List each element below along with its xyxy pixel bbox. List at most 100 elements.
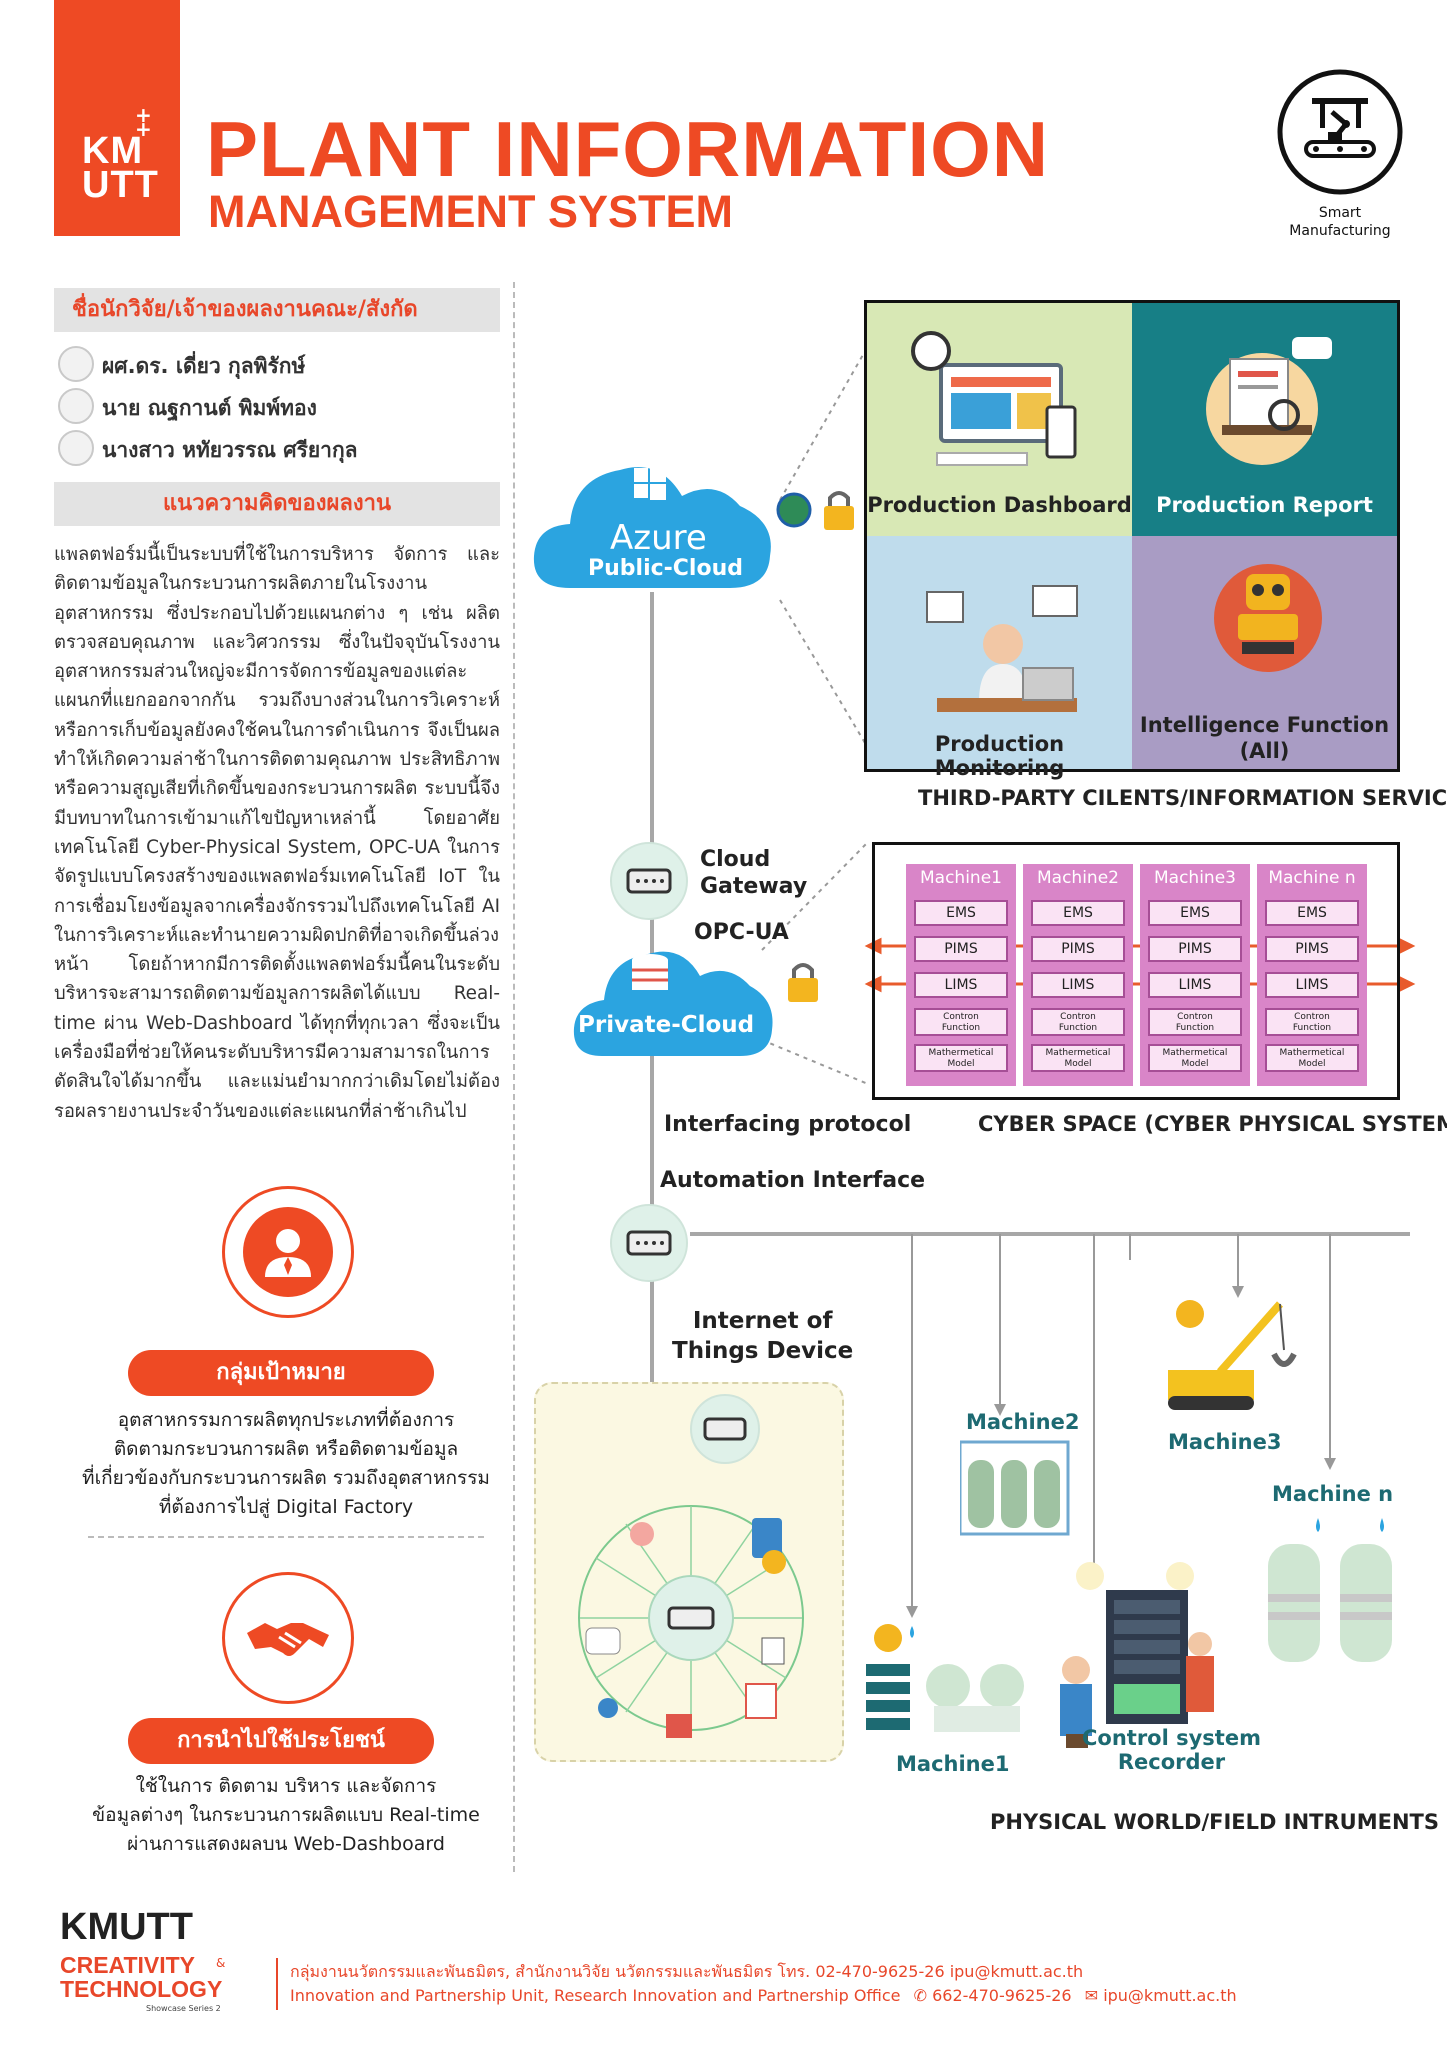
panel-label: Intelligence Function (All) xyxy=(1139,713,1390,763)
benefit-line: ใช้ในการ ติดตาม บริหาร และจัดการ xyxy=(135,1775,437,1797)
page-title: PLANT INFORMATION xyxy=(206,105,1050,193)
lock-icon xyxy=(788,963,818,1002)
researcher-name: ผศ.ดร. เดี่ยว กุลพิรักษ์ xyxy=(102,354,306,378)
robot-illustration-icon xyxy=(1214,564,1322,672)
pims-module: PIMS xyxy=(914,936,1008,962)
footer-brand-amp: & xyxy=(216,1956,226,1970)
target-line: ที่ต้องการไปสู่ Digital Factory xyxy=(158,1496,414,1518)
opc-ua-label: OPC-UA xyxy=(694,920,789,945)
iot-label-line2: Things Device xyxy=(672,1338,854,1364)
cloud-gateway-node xyxy=(610,842,688,920)
cylinder-tanks-icon xyxy=(1268,1518,1392,1662)
target-text: อุตสาหกรรมการผลิตทุกประเภทที่ต้องการ ติด… xyxy=(56,1406,516,1522)
ems-module: EMS xyxy=(1148,900,1242,926)
cyber-space-label: CYBER SPACE (CYBER PHYSICAL SYSTEM) xyxy=(978,1112,1447,1136)
module-line: Contron xyxy=(1177,1012,1213,1022)
target-line: ติดตามกระบวนการผลิต หรือติดตามข้อมูล xyxy=(113,1438,459,1460)
person-icon xyxy=(58,430,94,466)
footer-org-name: Innovation and Partnership Unit, Researc… xyxy=(290,1986,901,2005)
benefit-text: ใช้ในการ ติดตาม บริหาร และจัดการ ข้อมูลต… xyxy=(56,1772,516,1859)
page-subtitle: MANAGEMENT SYSTEM xyxy=(208,186,734,237)
azure-cloud-icon xyxy=(533,466,771,588)
kmutt-creativity-logo: KMUTT CREATIVITY & TECHNOLOGY Showcase S… xyxy=(48,1904,248,2024)
handshake-icon xyxy=(243,1593,333,1683)
field-machine-label: Machine3 xyxy=(1168,1430,1282,1454)
cyber-space-box xyxy=(872,842,1400,1100)
field-machine-label: Machine n xyxy=(1272,1482,1394,1506)
iot-label: Internet of Things Device xyxy=(672,1306,853,1366)
footer-contact-thai: กลุ่มงานนวัตกรรมและพันธมิตร, สำนักงานวิจ… xyxy=(290,1962,1084,1981)
section-divider xyxy=(88,1536,484,1538)
footer-email[interactable]: ipu@kmutt.ac.th xyxy=(1103,1986,1237,2005)
module-line: Model xyxy=(947,1059,975,1069)
column-divider xyxy=(513,282,515,1872)
third-party-label: THIRD-PARTY CILENTS/INFORMATION SERVICE xyxy=(918,786,1447,810)
information-service-grid: Production Dashboard Production Report P… xyxy=(864,300,1400,780)
globe-lock-icon xyxy=(776,491,854,530)
footer-series: Showcase Series 2 xyxy=(146,2004,221,2013)
researcher-name: นาย ณฐกานต์ พิมพ์ทอง xyxy=(102,396,317,420)
target-line: ที่เกี่ยวข้องกับกระบวนการผลิต รวมถึงอุตส… xyxy=(82,1467,490,1489)
machine-title: Machine2 xyxy=(1037,868,1119,888)
automation-interface-label: Automation Interface xyxy=(660,1168,926,1193)
footer-brand-title: KMUTT xyxy=(60,1906,193,1948)
module-line: Contron xyxy=(943,1012,979,1022)
control-label-line1: Control system xyxy=(1082,1726,1261,1750)
control-system-label: Control system Recorder xyxy=(1082,1726,1261,1774)
azure-title: Azure xyxy=(610,518,707,558)
category-label-line2: Manufacturing xyxy=(1289,223,1391,239)
footer-phone[interactable]: 662-470-9625-26 xyxy=(932,1986,1072,2005)
module-line: Function xyxy=(1292,1023,1332,1033)
footer-contact-english: Innovation and Partnership Unit, Researc… xyxy=(290,1986,1237,2005)
lims-module: LIMS xyxy=(1031,972,1125,998)
module-line: Function xyxy=(941,1023,981,1033)
footer-brand-line: TECHNOLOGY xyxy=(60,1976,223,2002)
researchers-heading: ชื่อนักวิจัย/เจ้าของผลงานคณะ/สังกัด xyxy=(54,288,500,332)
production-dashboard-panel: Production Dashboard xyxy=(867,303,1132,536)
field-machine-label: Machine2 xyxy=(966,1410,1080,1434)
ems-module: EMS xyxy=(1031,900,1125,926)
researcher-name: นางสาว หทัยวรรณ ศรียากุล xyxy=(102,438,358,462)
monitoring-illustration-icon xyxy=(926,585,1078,712)
control-system-recorder-icon xyxy=(1060,1562,1214,1748)
ems-module: EMS xyxy=(1265,900,1359,926)
logo-text-top: KM xyxy=(82,130,144,172)
handshake-icon xyxy=(247,1623,329,1656)
benefit-line: ข้อมูลต่างๆ ในกระบวนการผลิตแบบ Real-time xyxy=(92,1804,480,1826)
kmutt-logo-text: KM UTT xyxy=(82,130,159,206)
module-line: Function xyxy=(1175,1023,1215,1033)
physical-world-label: PHYSICAL WORLD/FIELD INTRUMENTS xyxy=(990,1810,1439,1834)
iot-device-area xyxy=(534,1382,844,1762)
category-label-line1: Smart xyxy=(1318,205,1362,221)
module-line: Mathermetical xyxy=(928,1048,994,1058)
email-icon: ✉ xyxy=(1084,1986,1099,2005)
interfacing-protocol-label: Interfacing protocol xyxy=(664,1112,912,1137)
footer-divider xyxy=(276,1958,278,2010)
person-icon xyxy=(58,388,94,424)
cloud-gateway-line1: Cloud xyxy=(700,847,771,872)
panel-label: Production Monitoring xyxy=(934,732,1065,780)
person-icon xyxy=(58,346,94,382)
module-line: Contron xyxy=(1060,1012,1096,1022)
concept-body: แพลตฟอร์มนี้เป็นระบบที่ใช้ในการบริหาร จั… xyxy=(54,544,500,1122)
module-line: Model xyxy=(1064,1059,1092,1069)
azure-subtitle: Public-Cloud xyxy=(588,556,743,581)
intelligence-function-panel: Intelligence Function (All) xyxy=(1132,536,1397,769)
module-line: Mathermetical xyxy=(1045,1048,1111,1058)
footer-brand-line: CREATIVITY xyxy=(60,1952,196,1978)
module-line: Mathermetical xyxy=(1162,1048,1228,1058)
module-line: Model xyxy=(1181,1059,1209,1069)
smart-manufacturing-icon xyxy=(1277,69,1403,195)
machine-title: Machine n xyxy=(1268,868,1356,888)
connector-port-icon xyxy=(626,1230,672,1256)
logo-text-bottom: UTT xyxy=(82,164,159,206)
machine-title: Machine3 xyxy=(1154,868,1236,888)
machine1-icon xyxy=(866,1624,1024,1732)
